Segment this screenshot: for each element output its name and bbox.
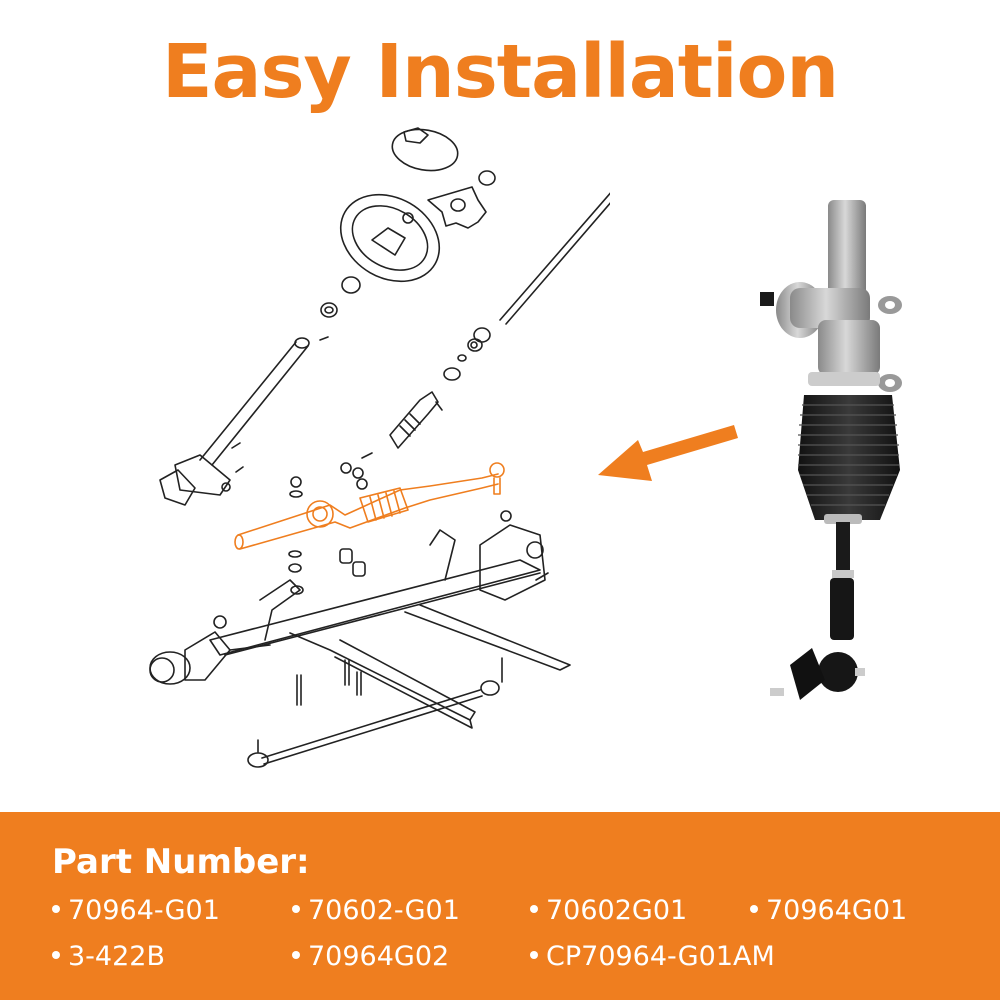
part-number-item: 70602-G01 bbox=[292, 894, 460, 928]
part-number-item: 3-422B bbox=[52, 940, 165, 974]
bullet-icon bbox=[292, 904, 300, 913]
part-number-item: 70964G02 bbox=[292, 940, 449, 974]
bullet-icon bbox=[530, 950, 538, 959]
part-number-heading: Part Number: bbox=[52, 842, 310, 882]
part-number-item: CP70964-G01AM bbox=[530, 940, 775, 974]
page-title: Easy Installation bbox=[161, 29, 839, 115]
part-number-item: 70964G01 bbox=[750, 894, 907, 928]
bullet-icon bbox=[750, 904, 758, 913]
bullet-icon bbox=[52, 950, 60, 959]
bullet-icon bbox=[530, 904, 538, 913]
bullet-icon bbox=[52, 904, 60, 913]
arrow-left-icon bbox=[598, 425, 738, 481]
bullet-icon bbox=[292, 950, 300, 959]
part-number-item: 70964-G01 bbox=[52, 894, 220, 928]
part-number-panel: Part Number: 70964-G01 70602-G01 70602G0… bbox=[0, 812, 1000, 1000]
steering-rack-photo bbox=[760, 200, 902, 700]
exploded-diagram bbox=[149, 127, 610, 768]
part-number-item: 70602G01 bbox=[530, 894, 687, 928]
